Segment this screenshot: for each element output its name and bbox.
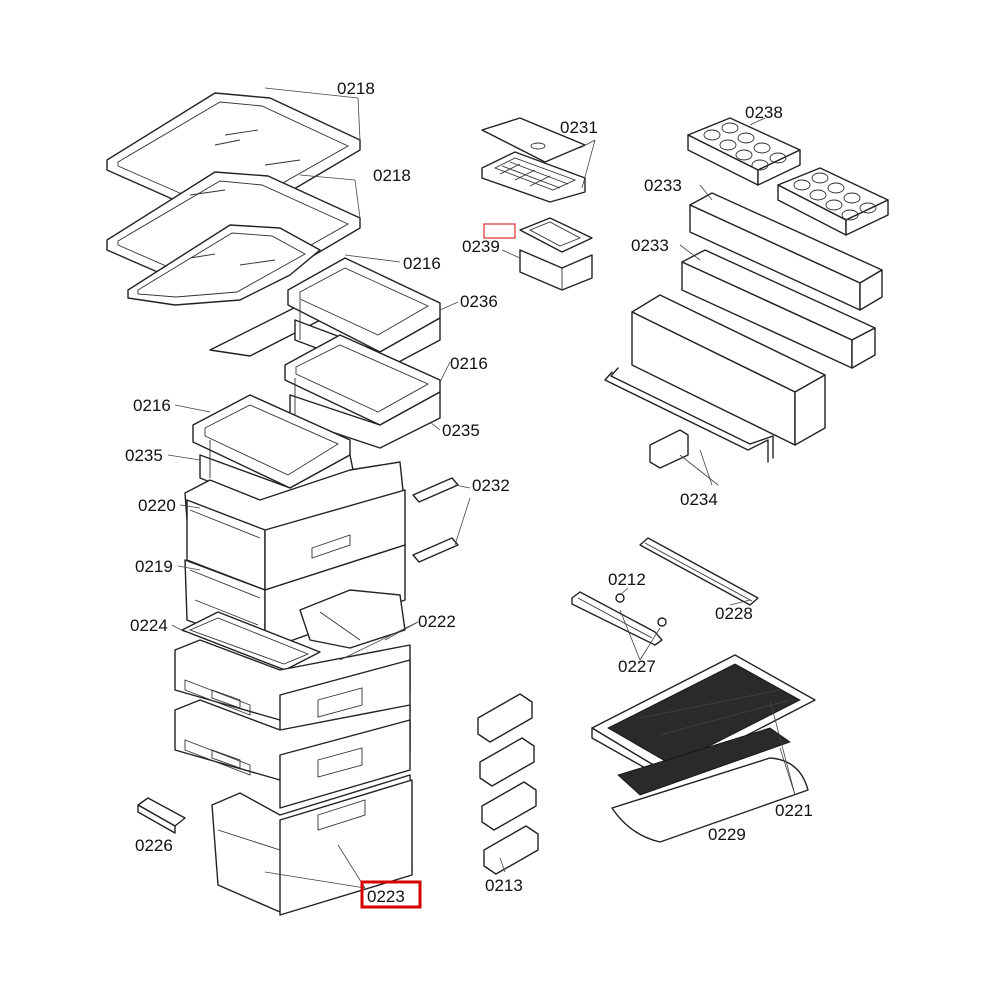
ice-box[interactable] — [519, 217, 593, 291]
label-0232: 0232 — [472, 476, 510, 495]
small-drawer-upper[interactable] — [287, 257, 441, 373]
label-0224: 0224 — [130, 616, 168, 635]
callout-labels: 0218 0218 0216 0236 0216 0235 0216 0235 … — [125, 79, 813, 906]
rail-right[interactable] — [639, 537, 759, 606]
label-0235-b: 0235 — [442, 421, 480, 440]
label-0229: 0229 — [708, 825, 746, 844]
label-0239: 0239 — [462, 237, 500, 256]
leader-lines — [167, 87, 796, 889]
ice-tray-cells — [493, 157, 577, 191]
small-drawer-middle[interactable] — [284, 334, 441, 449]
label-0226: 0226 — [135, 836, 173, 855]
door-shelf-rail[interactable] — [604, 367, 774, 469]
label-0219: 0219 — [135, 557, 173, 576]
label-0233-a: 0233 — [644, 176, 682, 195]
label-0212: 0212 — [608, 570, 646, 589]
label-0221: 0221 — [775, 801, 813, 820]
label-0231: 0231 — [560, 118, 598, 137]
ice-tray[interactable] — [481, 117, 586, 203]
label-0216-b: 0216 — [450, 354, 488, 373]
wire-shelf[interactable] — [591, 654, 816, 796]
label-0238: 0238 — [745, 103, 783, 122]
drawer-frame[interactable] — [181, 589, 406, 671]
freezer-drawer-2[interactable] — [174, 699, 411, 809]
label-0220: 0220 — [138, 496, 176, 515]
label-0213: 0213 — [485, 876, 523, 895]
small-door-bins[interactable] — [477, 693, 539, 875]
rail-left[interactable] — [571, 591, 663, 646]
label-0234: 0234 — [680, 490, 718, 509]
door-shelf-middle[interactable] — [681, 249, 876, 369]
egg-tray-lower[interactable] — [777, 167, 889, 236]
highlight-box-0223 — [360, 880, 422, 909]
label-0236: 0236 — [460, 292, 498, 311]
label-0222: 0222 — [418, 612, 456, 631]
label-0227: 0227 — [618, 657, 656, 676]
label-0218-mid: 0218 — [373, 166, 411, 185]
egg-tray-upper[interactable] — [687, 117, 801, 186]
door-shelf-upper[interactable] — [689, 192, 883, 311]
mat-sheet[interactable] — [611, 757, 809, 843]
door-shelf-large[interactable] — [631, 294, 826, 446]
label-0216-a: 0216 — [403, 254, 441, 273]
end-cap-part[interactable] — [137, 797, 186, 834]
label-0235-c: 0235 — [125, 446, 163, 465]
label-0233-b: 0233 — [631, 236, 669, 255]
highlight-box-0239 — [483, 223, 516, 239]
label-0228: 0228 — [715, 604, 753, 623]
label-0218-top: 0218 — [337, 79, 375, 98]
slide-strips[interactable] — [412, 477, 459, 563]
label-0216-c: 0216 — [133, 396, 171, 415]
glass-shelf-top[interactable] — [106, 92, 361, 219]
label-0223: 0223 — [367, 887, 405, 906]
rail-pins[interactable] — [615, 593, 667, 627]
